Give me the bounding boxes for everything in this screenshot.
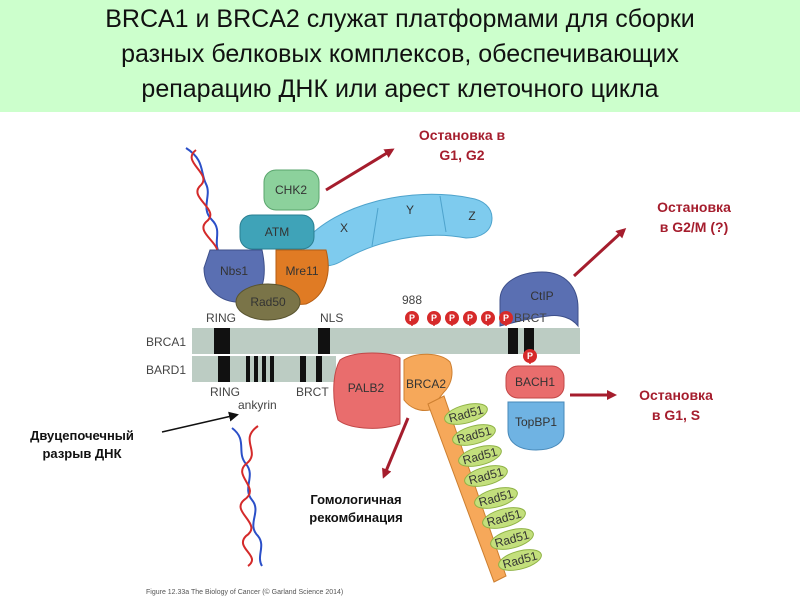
brct-label-bottom: BRCT (296, 385, 329, 399)
phospho-p-3: P (449, 313, 455, 323)
ankyrin-label: ankyrin (238, 398, 277, 412)
phospho-sites (405, 311, 537, 364)
title-line-3: репарацию ДНК или арест клеточного цикла (141, 75, 659, 103)
rad51-5 (474, 487, 518, 509)
title-line-1: BRCA1 и BRCA2 служат платформами для сбо… (105, 5, 695, 33)
brca1-nls-domain (318, 328, 330, 354)
rad51-8 (498, 549, 542, 571)
rad51-6 (482, 507, 526, 529)
bach1-label: BACH1 (515, 375, 555, 389)
bard1-ankyrin-1 (246, 356, 250, 382)
hr-line1: Гомологичная (310, 492, 401, 507)
phospho-p-5: P (485, 313, 491, 323)
topbp1-protein (507, 401, 565, 451)
brca2-protein (403, 353, 453, 411)
rad50-label: Rad50 (250, 295, 286, 309)
bard1-gene-label: BARD1 (146, 363, 186, 377)
atm-protein (239, 214, 315, 250)
rad51-chain (444, 403, 542, 571)
bard1-brct-1 (300, 356, 306, 382)
rad51-7 (490, 528, 534, 550)
brca1-bar (192, 328, 580, 354)
arrow-homologous-recombination (382, 417, 410, 479)
hr-line2: рекомбинация (309, 510, 402, 525)
title-banner: BRCA1 и BRCA2 служат платформами для сбо… (0, 0, 800, 112)
ring-label-top: RING (206, 311, 236, 325)
phospho-marker-6 (499, 311, 513, 325)
arrow-dsb (161, 411, 239, 433)
phospho-marker-bach1 (523, 349, 537, 363)
bard1-ankyrin-3 (262, 356, 266, 382)
arrest-g1-s-line1: Остановка (639, 387, 713, 403)
brct-label-top: BRCT (514, 311, 547, 325)
x-label: X (340, 221, 348, 235)
palb2-protein (333, 352, 401, 429)
brca1-ring-domain (214, 328, 230, 354)
chk2-label: CHK2 (275, 183, 307, 197)
ctip-label: CtIP (530, 289, 553, 303)
arrest-g1-s-line2: в G1, S (652, 407, 700, 423)
ctip-protein (499, 271, 579, 328)
phospho-marker-3 (445, 311, 459, 325)
brca2-tail (427, 395, 507, 583)
bard1-ring-domain (218, 356, 230, 382)
rad51-3 (458, 445, 502, 467)
figure-credit: Figure 12.33a The Biology of Cancer (© G… (146, 588, 343, 596)
dsb-line1: Двуцепочечный (30, 428, 134, 443)
arrow-arrest-g2m (572, 227, 627, 278)
bach1-protein (505, 365, 565, 399)
brca1-gene-label: BRCA1 (146, 335, 186, 349)
arrest-g1-g2-line2: G1, G2 (439, 147, 484, 163)
slide-title: BRCA1 и BRCA2 служат платформами для сбо… (10, 2, 790, 107)
bard1-brct-2 (316, 356, 322, 382)
rad51-2 (452, 424, 496, 446)
phospho-p-2: P (431, 313, 437, 323)
arrow-arrest-g1-g2 (325, 148, 395, 192)
rad50-protein (235, 283, 301, 321)
dna-helix-bottom (231, 425, 263, 567)
phospho-marker-4 (463, 311, 477, 325)
brca1-brct-domain-2 (524, 328, 534, 354)
chk2-protein (263, 169, 320, 211)
mre11-label: Mre11 (285, 264, 318, 278)
phospho-p-6: P (503, 313, 509, 323)
palb2-label: PALB2 (348, 381, 385, 395)
topbp1-label: TopBP1 (515, 415, 557, 429)
phospho-marker-1 (405, 311, 419, 325)
rad51-1 (444, 403, 488, 425)
nls-label: NLS (320, 311, 343, 325)
phospho-marker-5 (481, 311, 495, 325)
atm-label: ATM (265, 225, 289, 239)
dsb-line2: разрыв ДНК (42, 446, 121, 461)
bard1-ankyrin-2 (254, 356, 258, 382)
phospho-marker-2 (427, 311, 441, 325)
nbs1-label: Nbs1 (220, 264, 248, 278)
bard1-ankyrin-4 (270, 356, 274, 382)
title-line-2: разных белковых комплексов, обеспечивающ… (121, 40, 679, 68)
rad51-4 (464, 465, 508, 487)
xyz-complex-body (303, 193, 493, 267)
brca2-label: BRCA2 (406, 377, 446, 391)
arrest-g2m-line1: Остановка (657, 199, 731, 215)
ring-label-bottom: RING (210, 385, 240, 399)
site-988-label: 988 (402, 293, 422, 307)
y-label: Y (406, 203, 414, 217)
phospho-p-4: P (467, 313, 473, 323)
phospho-p-bach1: P (527, 351, 533, 361)
arrest-g2m-line2: в G2/M (?) (660, 219, 729, 235)
brca1-brct-domain-1 (508, 328, 518, 354)
phospho-p-1: P (409, 313, 415, 323)
arrest-g1-g2-line1: Остановка в (419, 127, 506, 143)
z-label: Z (468, 209, 475, 223)
